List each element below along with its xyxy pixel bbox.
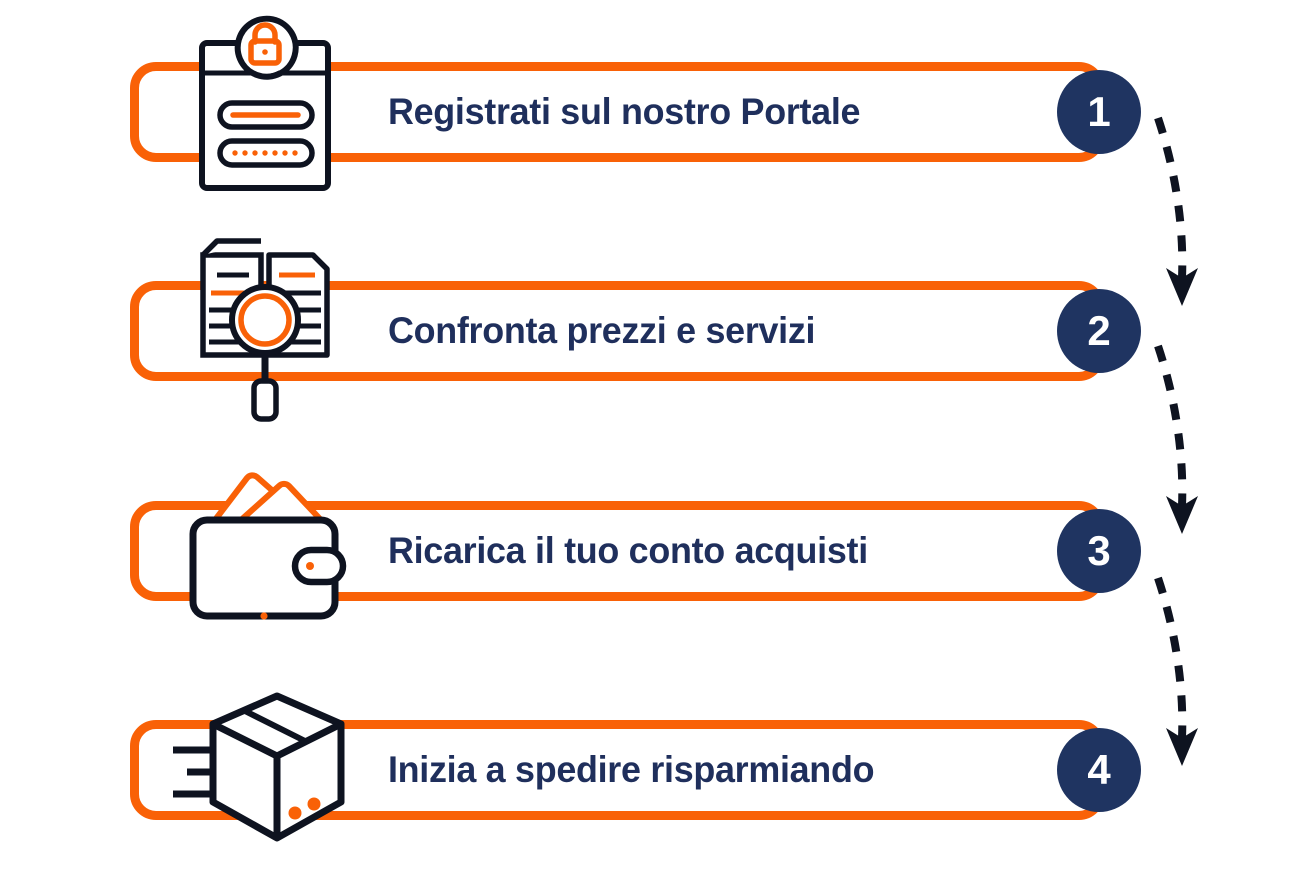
step-number-badge: 4 xyxy=(1057,728,1141,812)
step-label: Ricarica il tuo conto acquisti xyxy=(388,530,868,571)
step-row: Registrati sul nostro Portale 1 xyxy=(0,0,1289,220)
step-row: Inizia a spedire risparmiando 4 xyxy=(0,658,1289,878)
step-row: Ricarica il tuo conto acquisti 3 xyxy=(0,439,1289,659)
step-label: Confronta prezzi e servizi xyxy=(388,310,816,351)
step-number-badge: 2 xyxy=(1057,289,1141,373)
step-label: Inizia a spedire risparmiando xyxy=(388,749,875,790)
dashed-arrow-connector xyxy=(1140,110,1260,320)
step-label: Registrati sul nostro Portale xyxy=(388,91,861,132)
step-row: Confronta prezzi e servizi 2 xyxy=(0,219,1289,439)
dashed-arrow-connector xyxy=(1140,570,1260,780)
step-number-badge: 3 xyxy=(1057,509,1141,593)
dashed-arrow-connector xyxy=(1140,338,1260,548)
step-number-badge: 1 xyxy=(1057,70,1141,154)
